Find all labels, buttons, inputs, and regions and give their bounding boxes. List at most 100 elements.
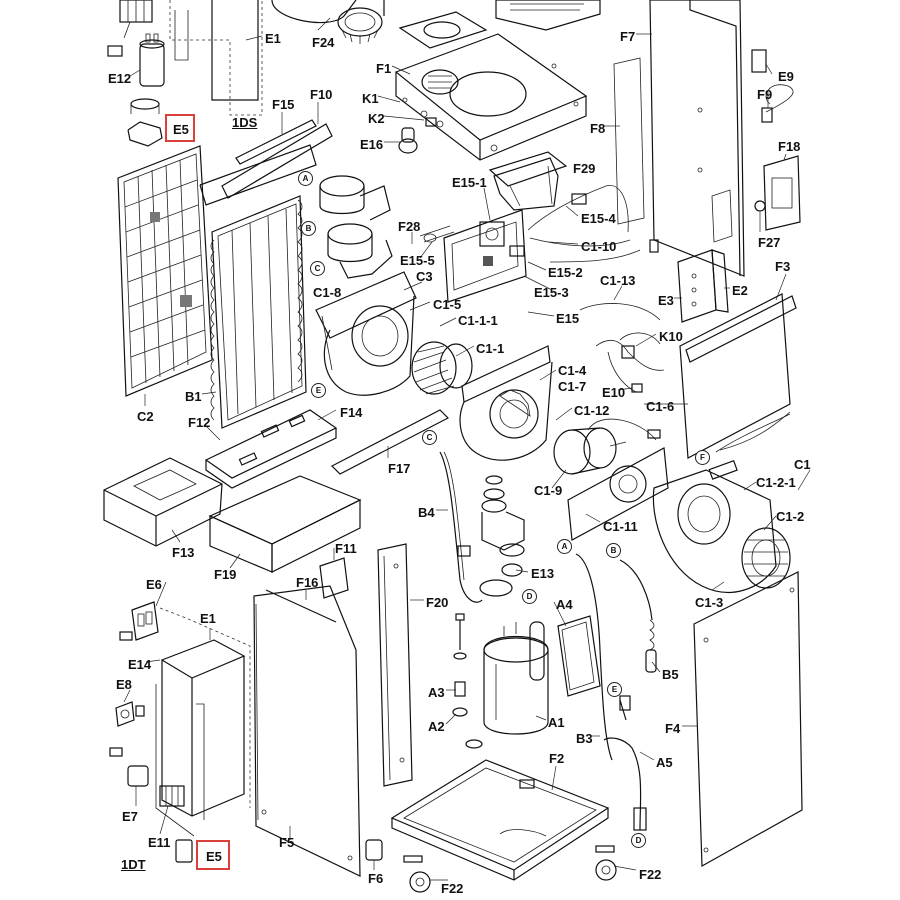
control-box-bottom (109, 601, 251, 863)
part-label-e15-3: E15-3 (534, 285, 569, 300)
part-label-c1-8: C1-8 (313, 285, 342, 300)
compressor-a1 (483, 621, 549, 735)
control-box-top (119, 0, 263, 116)
part-label-f4: F4 (665, 721, 681, 736)
part-label-f5: F5 (279, 835, 295, 850)
part-label-c1-12: C1-12 (574, 403, 610, 418)
part-label-e8: E8 (116, 677, 132, 692)
part-label-f27: F27 (758, 235, 781, 250)
part-label-c1-5: C1-5 (433, 297, 462, 312)
part-label-1ds: 1DS (232, 115, 258, 130)
part-label-c1-7: C1-7 (558, 379, 587, 394)
air-filter-c2 (117, 145, 213, 397)
blower-housing (459, 345, 553, 461)
cord-c1-6 (708, 413, 791, 480)
part-label-e1-bottom: E1 (200, 611, 216, 626)
part-label-e6: E6 (146, 577, 162, 592)
part-label-f28: F28 (398, 219, 421, 234)
part-label-e1-top: E1 (265, 31, 281, 46)
part-label-f11: F11 (335, 541, 357, 556)
part-label-e13: E13 (531, 566, 555, 581)
caster-right (595, 845, 617, 881)
part-label-b1: B1 (185, 389, 202, 404)
part-label-c1-6: C1-6 (646, 399, 675, 414)
valve-e13 (457, 475, 525, 597)
part-label-e5-bottom: E5 (206, 849, 222, 864)
connection-marker-d: D (522, 589, 537, 604)
connection-marker-f: F (695, 450, 710, 465)
part-label-f7: F7 (620, 29, 636, 44)
part-label-f20: F20 (426, 595, 449, 610)
part-label-c1-2-1: C1-2-1 (756, 475, 796, 490)
part-label-c1-right: C1 (794, 457, 811, 472)
part-label-f17: F17 (388, 461, 411, 476)
connection-marker-a: A (298, 171, 313, 186)
leader-lines (123, 17, 811, 881)
harness-k10 (595, 332, 665, 393)
caster-left (403, 855, 431, 893)
flange-f29 (488, 151, 568, 211)
connection-marker-e: E (607, 682, 622, 697)
rails-f15-f10 (221, 119, 333, 199)
duct-f24 (271, 0, 385, 44)
part-label-1dt: 1DT (121, 857, 146, 872)
panel-f4 (693, 571, 803, 868)
part-label-f18: F18 (778, 139, 801, 154)
rail-f17 (330, 409, 450, 475)
part-label-c1-2: C1-2 (776, 509, 805, 524)
strip-f20 (377, 543, 413, 787)
part-label-c1-13: C1-13 (600, 273, 636, 288)
panel-f19 (208, 475, 362, 573)
part-label-f13: F13 (172, 545, 195, 560)
side-panel-f7 (613, 0, 745, 277)
part-label-c1-1: C1-1 (476, 341, 505, 356)
part-label-e7: E7 (122, 809, 138, 824)
bracket-f11 (319, 557, 349, 599)
part-label-k1: K1 (362, 91, 379, 106)
plate-c1-11 (567, 447, 669, 541)
part-label-f19: F19 (214, 567, 237, 582)
wiring-harness (527, 185, 661, 321)
mounting-hardware (452, 613, 483, 749)
part-label-b4: B4 (418, 505, 435, 520)
part-label-e9: E9 (778, 69, 794, 84)
part-label-e16: E16 (360, 137, 384, 152)
part-label-a4: A4 (556, 597, 573, 612)
part-label-c1-10: C1-10 (581, 239, 617, 254)
part-label-e10: E10 (602, 385, 626, 400)
highlight-e5-top: E5 (165, 114, 195, 142)
part-label-k10: K10 (659, 329, 683, 344)
part-label-f22-left: F22 (441, 881, 464, 896)
part-label-c1-1-1: C1-1-1 (458, 313, 498, 328)
part-label-c1-9: C1-9 (534, 483, 563, 498)
part-label-f29: F29 (573, 161, 596, 176)
fan-adapters (319, 175, 393, 279)
part-label-e15-2: E15-2 (548, 265, 583, 280)
part-label-a5: A5 (656, 755, 673, 770)
highlight-e5-bottom-box (196, 840, 230, 870)
pad-a4 (557, 615, 601, 697)
connection-marker-c: C (310, 261, 325, 276)
module-e15 (419, 209, 527, 303)
pipe-b4 (439, 451, 483, 603)
connection-marker-e: E (311, 383, 326, 398)
part-label-f6: F6 (368, 871, 384, 886)
part-label-f16: F16 (296, 575, 319, 590)
part-label-e15-1: E15-1 (452, 175, 487, 190)
blower-housing-c1-3 (652, 469, 791, 593)
base-f2 (390, 759, 610, 881)
connection-marker-a: A (557, 539, 572, 554)
part-label-c1-4: C1-4 (558, 363, 587, 378)
part-label-e11: E11 (148, 835, 171, 850)
part-label-b3: B3 (576, 731, 593, 746)
part-label-a2: A2 (428, 719, 445, 734)
capacitor-e12 (107, 33, 165, 147)
part-label-f15: F15 (272, 97, 295, 112)
connection-marker-b: B (301, 221, 316, 236)
top-panel-f1 (394, 0, 601, 161)
power-cord-e9 (751, 49, 801, 231)
part-label-e15-4: E15-4 (581, 211, 616, 226)
part-label-e2: E2 (732, 283, 748, 298)
